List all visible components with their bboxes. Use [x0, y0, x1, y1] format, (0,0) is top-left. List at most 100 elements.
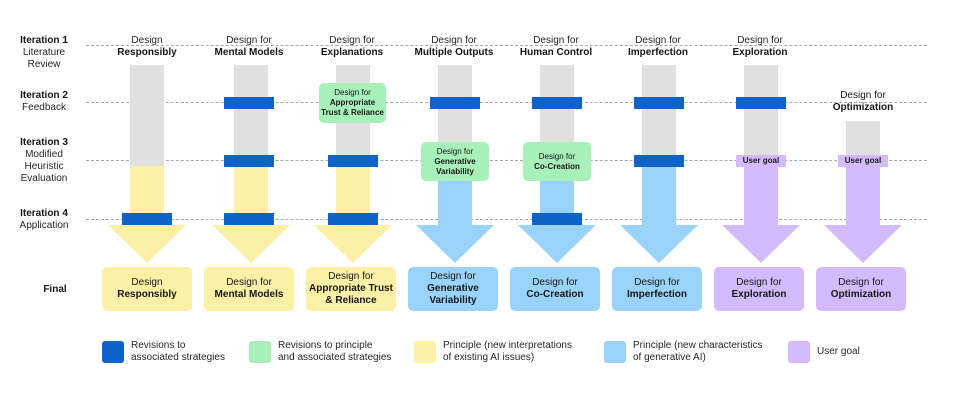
- iteration-1-line: [86, 45, 927, 46]
- revision-box-name: Appropriate Trust & Reliance: [321, 98, 384, 117]
- final-row-label: Final: [43, 284, 67, 295]
- principle-revision-box: Design for Co-Creation: [523, 142, 591, 181]
- principle-revision-box: Design for Appropriate Trust & Reliance: [319, 83, 386, 123]
- final-principle-prefix: Design for: [532, 277, 578, 288]
- revision-marker: [122, 213, 172, 225]
- legend-label: User goal: [817, 346, 860, 357]
- final-principle-exploration: Design for Exploration: [714, 267, 804, 311]
- iteration-title: Iteration 3: [20, 137, 68, 148]
- final-principle-name: Appropriate Trust & Reliance: [309, 283, 393, 306]
- iteration-title: Iteration 1: [20, 35, 68, 46]
- final-principle-name: Mental Models: [214, 289, 284, 300]
- principle-bar: [642, 166, 676, 226]
- revision-box-prefix: Design for: [334, 88, 371, 97]
- final-principle-name: Imperfection: [626, 289, 687, 300]
- column-header-exploration: Design for Exploration: [705, 35, 815, 59]
- column-header-prefix: Design for: [533, 35, 579, 46]
- column-header-prefix: Design for: [431, 35, 477, 46]
- principle-revision-box: Design for Generative Variability: [421, 142, 489, 181]
- final-principle-imperfection: Design for Imperfection: [612, 267, 702, 311]
- iteration-2-label: Iteration 2 Feedback: [9, 90, 79, 114]
- final-principle-name: Co-Creation: [526, 289, 584, 300]
- down-arrow: [314, 225, 392, 263]
- revision-marker: [532, 97, 582, 109]
- legend-revisions-principle: Revisions to principle and associated st…: [249, 339, 391, 365]
- user-goal-bar: [846, 166, 880, 226]
- column-header-prefix: Design: [131, 35, 163, 46]
- final-principle-responsibly: Design Responsibly: [102, 267, 192, 311]
- column-header-imperfection: Design for Imperfection: [603, 35, 713, 59]
- revision-marker: [328, 213, 378, 225]
- final-principle-prefix: Design for: [430, 271, 476, 282]
- revision-box-name: Generative Variability: [434, 156, 476, 176]
- iteration-2-line: [86, 102, 927, 103]
- revision-marker: [224, 213, 274, 225]
- legend-swatch: [788, 341, 810, 363]
- legend-label: Principle (new interpretations of existi…: [443, 340, 572, 363]
- revision-box-prefix: Design for: [538, 151, 576, 161]
- column-header-prefix: Design for: [840, 90, 886, 101]
- legend-principle-generative: Principle (new characteristics of genera…: [604, 339, 763, 365]
- final-principle-name: Exploration: [731, 289, 787, 300]
- legend-revisions-strategies: Revisions to associated strategies: [102, 339, 225, 365]
- legend-label: Revisions to associated strategies: [131, 340, 225, 363]
- column-header-name: Optimization: [832, 102, 894, 113]
- iteration-subtitle: Application: [19, 220, 69, 231]
- down-arrow: [416, 225, 494, 263]
- legend-swatch: [102, 341, 124, 363]
- iteration-subtitle: Review: [27, 59, 61, 70]
- legend-user-goal: User goal: [788, 339, 860, 365]
- iteration-title: Iteration 4: [20, 208, 68, 219]
- revision-marker: [736, 97, 786, 109]
- iteration-bar: [642, 65, 676, 166]
- column-header-explanations: Design for Explanations: [297, 35, 407, 59]
- down-arrow: [518, 225, 596, 263]
- final-principle-prefix: Design for: [328, 271, 374, 282]
- column-header-name: Exploration: [732, 47, 788, 58]
- user-goal-bar: [744, 166, 778, 226]
- column-header-name: Responsibly: [117, 47, 177, 58]
- legend-label: Principle (new characteristics of genera…: [633, 340, 763, 363]
- legend-swatch: [414, 341, 436, 363]
- iteration-3-line: [86, 160, 927, 161]
- down-arrow: [620, 225, 698, 263]
- iteration-bar: [744, 65, 778, 166]
- column-header-multiple-outputs: Design for Multiple Outputs: [399, 35, 509, 59]
- down-arrow: [108, 225, 186, 263]
- final-principle-name: Responsibly: [117, 289, 177, 300]
- revision-box-name: Co-Creation: [534, 161, 580, 171]
- down-arrow: [824, 225, 902, 263]
- column-header-prefix: Design for: [329, 35, 375, 46]
- user-goal-marker: User goal: [736, 155, 786, 167]
- final-principle-name: Optimization: [830, 289, 892, 300]
- user-goal-marker: User goal: [838, 155, 888, 167]
- column-header-name: Human Control: [519, 47, 593, 58]
- revision-marker: [634, 97, 684, 109]
- final-principle-co-creation: Design for Co-Creation: [510, 267, 600, 311]
- column-header-prefix: Design for: [226, 35, 272, 46]
- legend-swatch: [249, 341, 271, 363]
- revision-marker: [328, 155, 378, 167]
- final-principle-prefix: Design for: [634, 277, 680, 288]
- column-header-name: Multiple Outputs: [414, 47, 494, 58]
- iteration-subtitle: Feedback: [22, 102, 66, 113]
- legend-principle-existing: Principle (new interpretations of existi…: [414, 339, 572, 365]
- iteration-4-label: Iteration 4 Application: [9, 208, 79, 232]
- revision-marker: [532, 213, 582, 225]
- revision-marker: [430, 97, 480, 109]
- final-principle-generative-variability: Design for Generative Variability: [408, 267, 498, 311]
- final-principle-mental-models: Design for Mental Models: [204, 267, 294, 311]
- final-principle-prefix: Design for: [838, 277, 884, 288]
- column-header-prefix: Design for: [737, 35, 783, 46]
- iteration-bar: [130, 65, 164, 166]
- column-header-optimization: Design for Optimization: [818, 90, 908, 114]
- iteration-title: Iteration 2: [20, 90, 68, 101]
- iteration-subtitle: Heuristic: [24, 161, 64, 172]
- iteration-4-line: [86, 219, 927, 220]
- final-principle-optimization: Design for Optimization: [816, 267, 906, 311]
- final-principle-name: Generative Variability: [427, 283, 479, 306]
- iteration-subtitle: Evaluation: [20, 173, 68, 184]
- revision-marker: [224, 97, 274, 109]
- column-header-name: Explanations: [320, 47, 384, 58]
